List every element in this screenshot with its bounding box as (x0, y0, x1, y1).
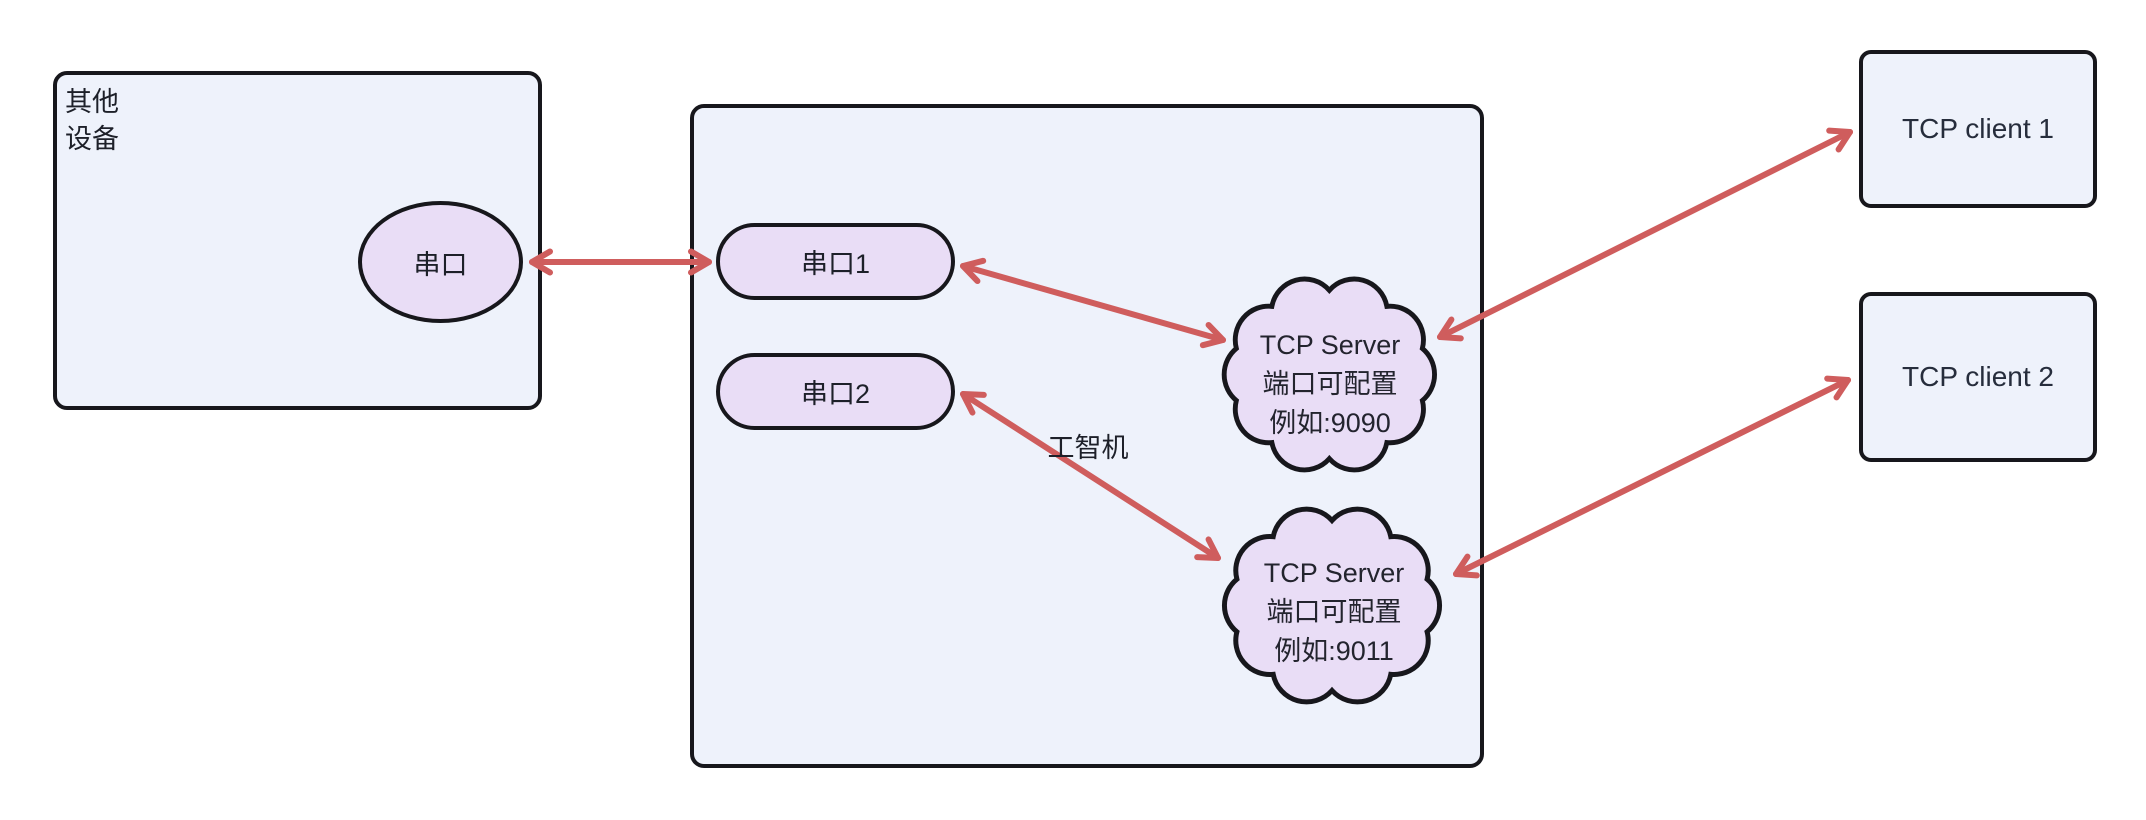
machine-label: 工智机 (1047, 433, 1129, 463)
tcp-client-2-label: TCP client 2 (1902, 361, 2054, 392)
serial-port-1-label: 串口1 (800, 249, 871, 279)
tcp-server-1-line-1: TCP Server (1259, 330, 1401, 360)
tcp-client-2-box: TCP client 2 (1859, 292, 2097, 462)
arrow-server2-to-client2 (1453, 375, 1851, 579)
serial-port-node: 串口 (358, 201, 523, 323)
tcp-server-1-line-3: 例如:9090 (1269, 408, 1391, 438)
tcp-server-2-label: TCP Server 端口可配置 例如:9011 (1213, 554, 1455, 671)
tcp-server-2-line-2: 端口可配置 (1266, 597, 1402, 627)
serial-port-2-label: 串口2 (800, 379, 871, 409)
serial-port-label: 串口 (413, 249, 468, 280)
tcp-server-1-label: TCP Server 端口可配置 例如:9090 (1213, 326, 1447, 443)
serial-port-1-node: 串口1 (716, 223, 955, 300)
tcp-server-2-line-3: 例如:9011 (1274, 636, 1394, 666)
tcp-server-1-line-2: 端口可配置 (1262, 369, 1398, 399)
arrow-server1-to-client1 (1437, 127, 1853, 342)
tcp-client-1-box: TCP client 1 (1859, 50, 2097, 208)
serial-port-2-node: 串口2 (716, 353, 955, 430)
tcp-server-2-line-1: TCP Server (1263, 558, 1405, 588)
tcp-client-1-label: TCP client 1 (1902, 113, 2054, 144)
other-device-label: 其他 设备 (65, 87, 119, 154)
